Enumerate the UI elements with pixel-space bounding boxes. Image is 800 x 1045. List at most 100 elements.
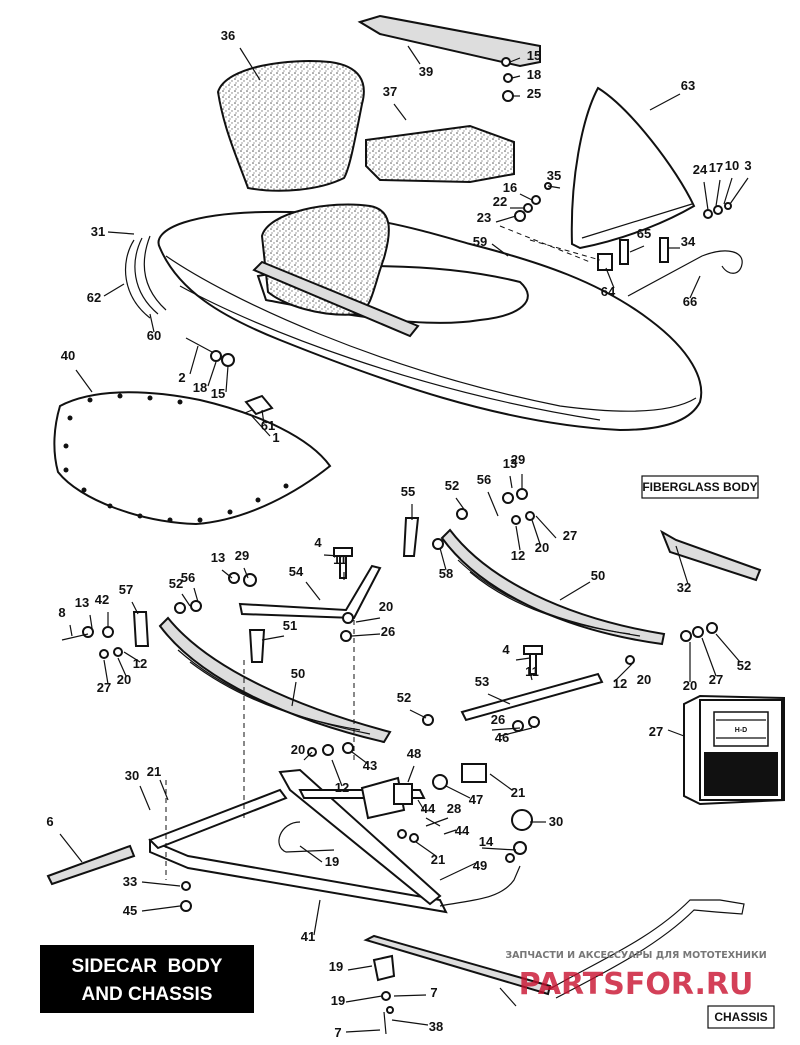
callout-number: 7 xyxy=(334,1025,341,1040)
rod-32 xyxy=(660,529,762,582)
callout-number: 25 xyxy=(527,86,541,101)
callout-number: 18 xyxy=(527,67,541,82)
callout-number: 58 xyxy=(439,566,453,581)
leader-line xyxy=(509,475,513,489)
callout-number: 48 xyxy=(407,746,421,761)
leader-line xyxy=(193,587,199,603)
leader-line xyxy=(345,1029,381,1033)
callout-number: 50 xyxy=(591,568,605,583)
leader-line xyxy=(103,659,109,685)
callout-number: 40 xyxy=(61,348,75,363)
leader-line xyxy=(305,581,321,601)
seat-cushion-37 xyxy=(365,124,515,184)
callout-number: 1 xyxy=(272,430,279,445)
callout-number: 15 xyxy=(527,48,541,63)
leader-line xyxy=(519,193,533,201)
leader-line xyxy=(701,637,717,677)
callout-number: 51 xyxy=(283,618,297,633)
callout-number: 13 xyxy=(75,595,89,610)
leader-line xyxy=(123,651,141,663)
callout-number: 20 xyxy=(117,672,131,687)
leader-line xyxy=(491,727,521,731)
callout-number: 8 xyxy=(58,605,65,620)
leader-line xyxy=(407,765,415,783)
spring-arm-54 xyxy=(238,564,382,620)
leader-line xyxy=(303,751,313,761)
leader-line xyxy=(649,93,681,111)
leaf-spring-50-left xyxy=(158,616,392,744)
leader-line xyxy=(139,785,151,811)
leader-line xyxy=(243,567,249,579)
leader-line xyxy=(409,709,427,719)
leader-line xyxy=(729,177,749,205)
callout-number: 19 xyxy=(331,993,345,1008)
svg-text:SIDECAR BODY: SIDECAR BODY xyxy=(72,956,223,977)
callout-number: 64 xyxy=(601,284,616,299)
leader-line xyxy=(417,799,425,811)
leader-line xyxy=(345,995,383,1003)
callout-number: 20 xyxy=(535,540,549,555)
callout-number: 35 xyxy=(547,168,561,183)
leader-line xyxy=(75,369,93,393)
leader-line xyxy=(675,545,689,585)
leader-line xyxy=(323,554,341,557)
leader-line xyxy=(261,409,265,425)
callout-number: 42 xyxy=(95,592,109,607)
callout-number: 30 xyxy=(549,814,563,829)
callout-number: 30 xyxy=(125,768,139,783)
callout-number: 39 xyxy=(419,64,433,79)
leader-line xyxy=(351,633,381,637)
leader-line xyxy=(69,624,73,637)
leader-line xyxy=(509,57,521,63)
callout-number: 59 xyxy=(473,234,487,249)
callout-number: 44 xyxy=(455,823,470,838)
leader-line xyxy=(261,635,285,641)
leader-line xyxy=(445,785,471,799)
callout-number: 52 xyxy=(397,690,411,705)
leader-line xyxy=(141,905,181,912)
callout-number: 27 xyxy=(563,528,577,543)
leader-line xyxy=(207,361,217,387)
callout-number: 26 xyxy=(381,624,395,639)
leader-line xyxy=(59,833,83,863)
svg-text:H-D: H-D xyxy=(735,727,747,734)
leader-line xyxy=(481,847,517,851)
spring-arm-53 xyxy=(460,672,604,722)
callout-number: 20 xyxy=(379,599,393,614)
tonneau-cover-40 xyxy=(53,391,332,526)
callout-number: 52 xyxy=(737,658,751,673)
callout-number: 10 xyxy=(725,158,739,173)
callout-number: 32 xyxy=(677,580,691,595)
title-box: SIDECAR BODY AND CHASSIS xyxy=(40,945,254,1013)
callout-number: 2 xyxy=(178,370,185,385)
leader-line xyxy=(351,751,369,765)
leader-line xyxy=(415,841,437,857)
leader-line xyxy=(515,525,521,551)
leaf-spring-50-right xyxy=(440,528,666,646)
svg-text:FIBERGLASS BODY: FIBERGLASS BODY xyxy=(642,480,757,494)
callout-number: 65 xyxy=(637,226,651,241)
callout-number: 56 xyxy=(181,570,195,585)
product-box-46: H-D xyxy=(683,694,785,806)
leader-line xyxy=(141,881,181,887)
callout-number: 21 xyxy=(511,785,525,800)
leader-line xyxy=(487,491,499,517)
callout-number: 14 xyxy=(479,834,494,849)
callout-number: 27 xyxy=(97,680,111,695)
leader-line xyxy=(299,845,323,863)
callout-number: 13 xyxy=(211,550,225,565)
callout-number: 45 xyxy=(123,903,137,918)
callout-number: 27 xyxy=(649,724,663,739)
leader-line xyxy=(107,231,135,235)
leader-line xyxy=(629,245,645,253)
callout-number: 17 xyxy=(709,160,723,175)
callout-number: 57 xyxy=(119,582,133,597)
callout-number: 54 xyxy=(289,564,304,579)
leader-line xyxy=(425,817,449,827)
svg-text:CHASSIS: CHASSIS xyxy=(714,1010,767,1024)
leader-line xyxy=(531,519,541,545)
callout-number: 38 xyxy=(429,1019,443,1034)
grab-handle-39 xyxy=(357,14,541,68)
leader-line xyxy=(407,45,421,65)
leader-line xyxy=(221,569,233,579)
